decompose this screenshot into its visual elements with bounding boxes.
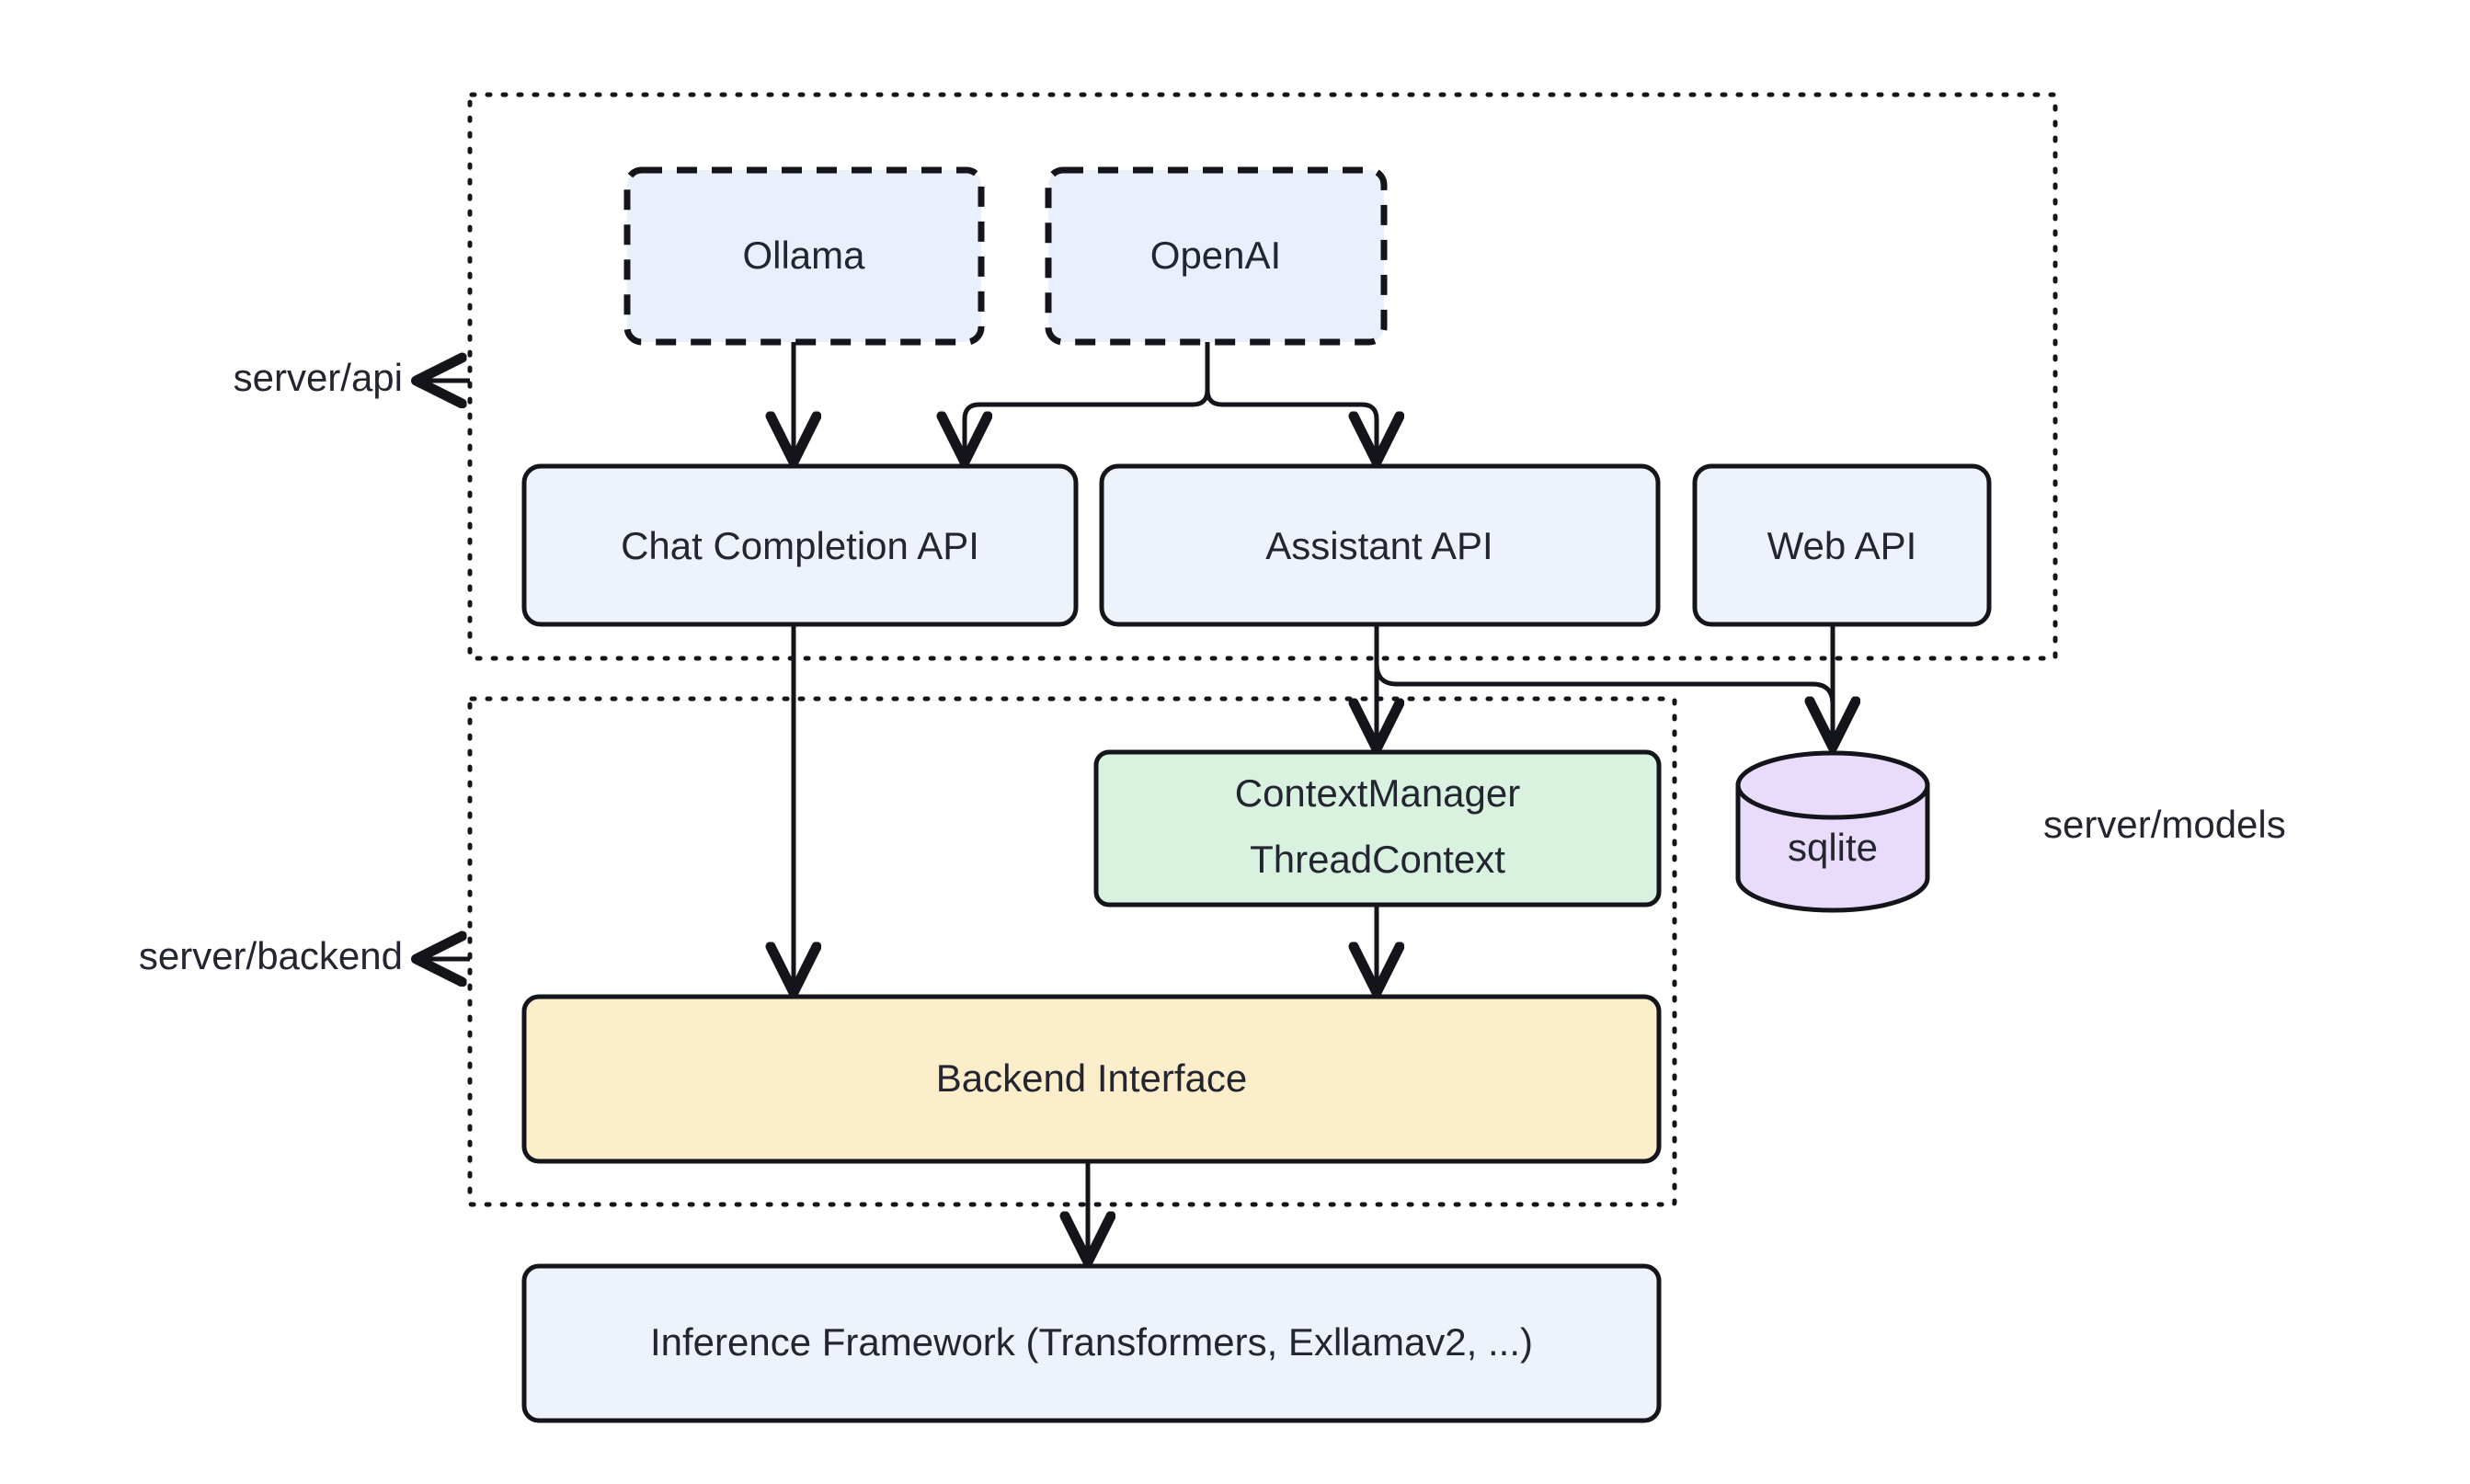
node-backend-interface-shape bbox=[521, 994, 1662, 1164]
node-assistant-api[interactable]: Assistant API bbox=[1099, 463, 1661, 627]
node-context-manager-shape bbox=[1093, 749, 1662, 908]
group-label-server-backend: server/backend bbox=[139, 934, 403, 977]
edge-assistant-api-to-sqlite bbox=[1374, 663, 1835, 726]
node-inference-framework[interactable]: Inference Framework (Transformers, Exlla… bbox=[521, 1263, 1662, 1423]
node-chat-completion-api-shape bbox=[521, 463, 1079, 627]
group-container-server-backend bbox=[467, 696, 1677, 1207]
node-inference-framework-shape bbox=[521, 1263, 1662, 1423]
node-sqlite-label: sqlite bbox=[1788, 826, 1878, 869]
node-context-manager[interactable]: ContextManager ThreadContext bbox=[1093, 749, 1662, 908]
node-assistant-api-label: Assistant API bbox=[1265, 524, 1492, 567]
group-container-server-api bbox=[467, 92, 2058, 661]
node-backend-interface[interactable]: Backend Interface bbox=[521, 994, 1662, 1164]
node-web-api-label: Web API bbox=[1767, 524, 1917, 567]
node-sqlite[interactable]: sqlite bbox=[1735, 750, 1930, 913]
node-web-api-shape bbox=[1692, 463, 1992, 627]
group-label-server-api: server/api bbox=[234, 356, 403, 399]
node-chat-completion-api[interactable]: Chat Completion API bbox=[521, 463, 1079, 627]
node-ollama-shape bbox=[623, 166, 985, 346]
node-web-api[interactable]: Web API bbox=[1692, 463, 1992, 627]
node-inference-framework-label: Inference Framework (Transformers, Exlla… bbox=[650, 1320, 1533, 1364]
node-context-manager-label-line1: ContextManager bbox=[1235, 771, 1521, 815]
node-openai-label: OpenAI bbox=[1150, 234, 1281, 277]
node-sqlite-top bbox=[1735, 750, 1930, 820]
node-sqlite-body bbox=[1735, 782, 1930, 913]
node-assistant-api-shape bbox=[1099, 463, 1661, 627]
node-ollama-label: Ollama bbox=[742, 234, 865, 277]
node-openai[interactable]: OpenAI bbox=[1045, 166, 1388, 346]
node-openai-shape bbox=[1045, 166, 1388, 346]
group-label-server-models: server/models bbox=[2043, 803, 2286, 846]
node-chat-completion-api-label: Chat Completion API bbox=[621, 524, 979, 567]
edge-openai-to-chat-api bbox=[965, 342, 1210, 460]
node-ollama[interactable]: Ollama bbox=[623, 166, 985, 346]
node-context-manager-label-line2: ThreadContext bbox=[1250, 838, 1505, 881]
node-backend-interface-label: Backend Interface bbox=[936, 1056, 1248, 1100]
edge-openai-to-assistant-api bbox=[1205, 342, 1377, 460]
